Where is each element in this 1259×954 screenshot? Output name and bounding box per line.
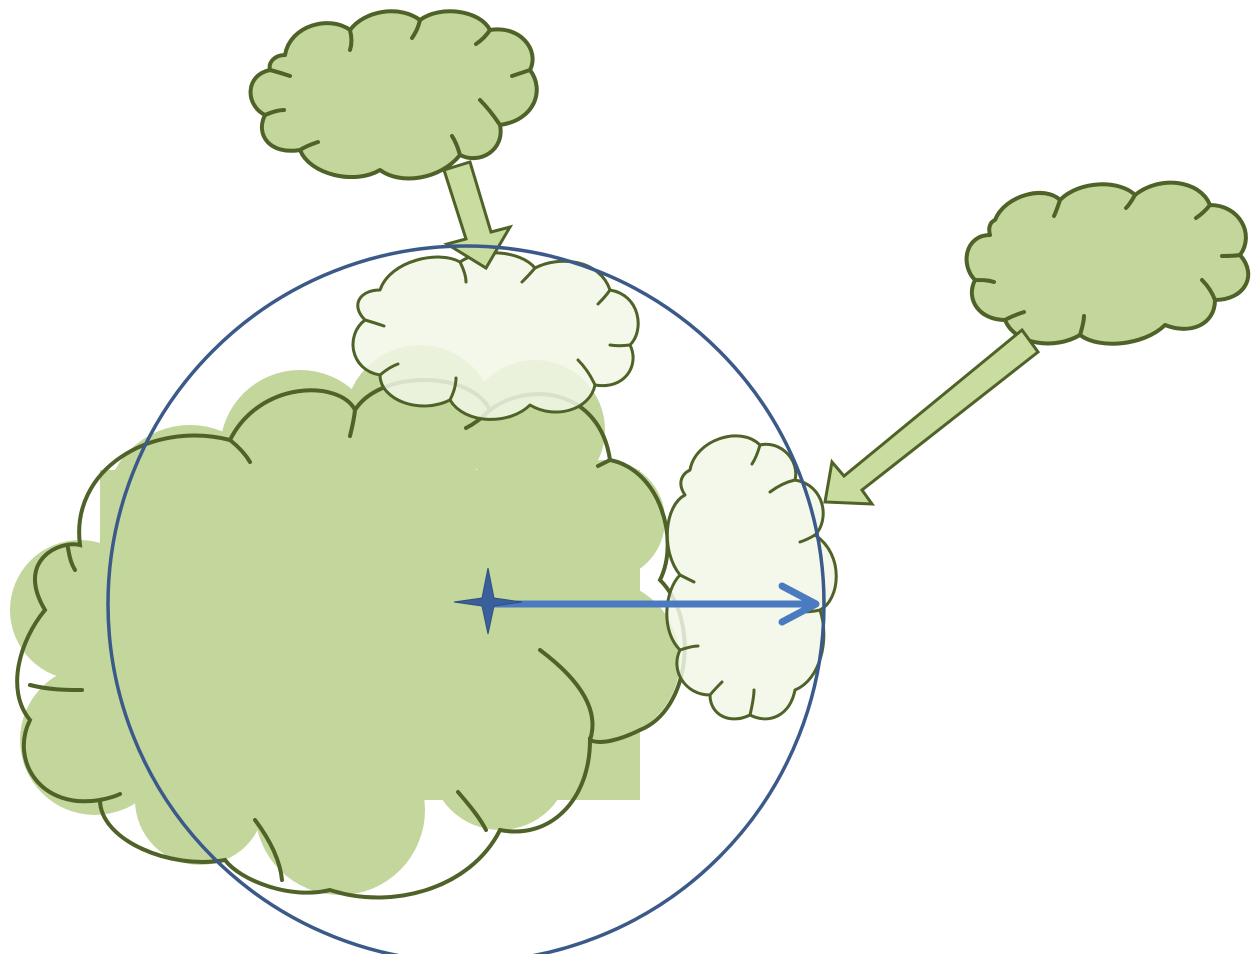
absorbed-cloud-right xyxy=(667,436,836,719)
arrow-right-cloud-to-circle xyxy=(825,330,1038,504)
source-cloud-right xyxy=(967,183,1249,344)
source-cloud-top xyxy=(251,11,537,178)
main-cloud xyxy=(10,345,685,898)
absorbed-cloud-top xyxy=(353,253,638,420)
